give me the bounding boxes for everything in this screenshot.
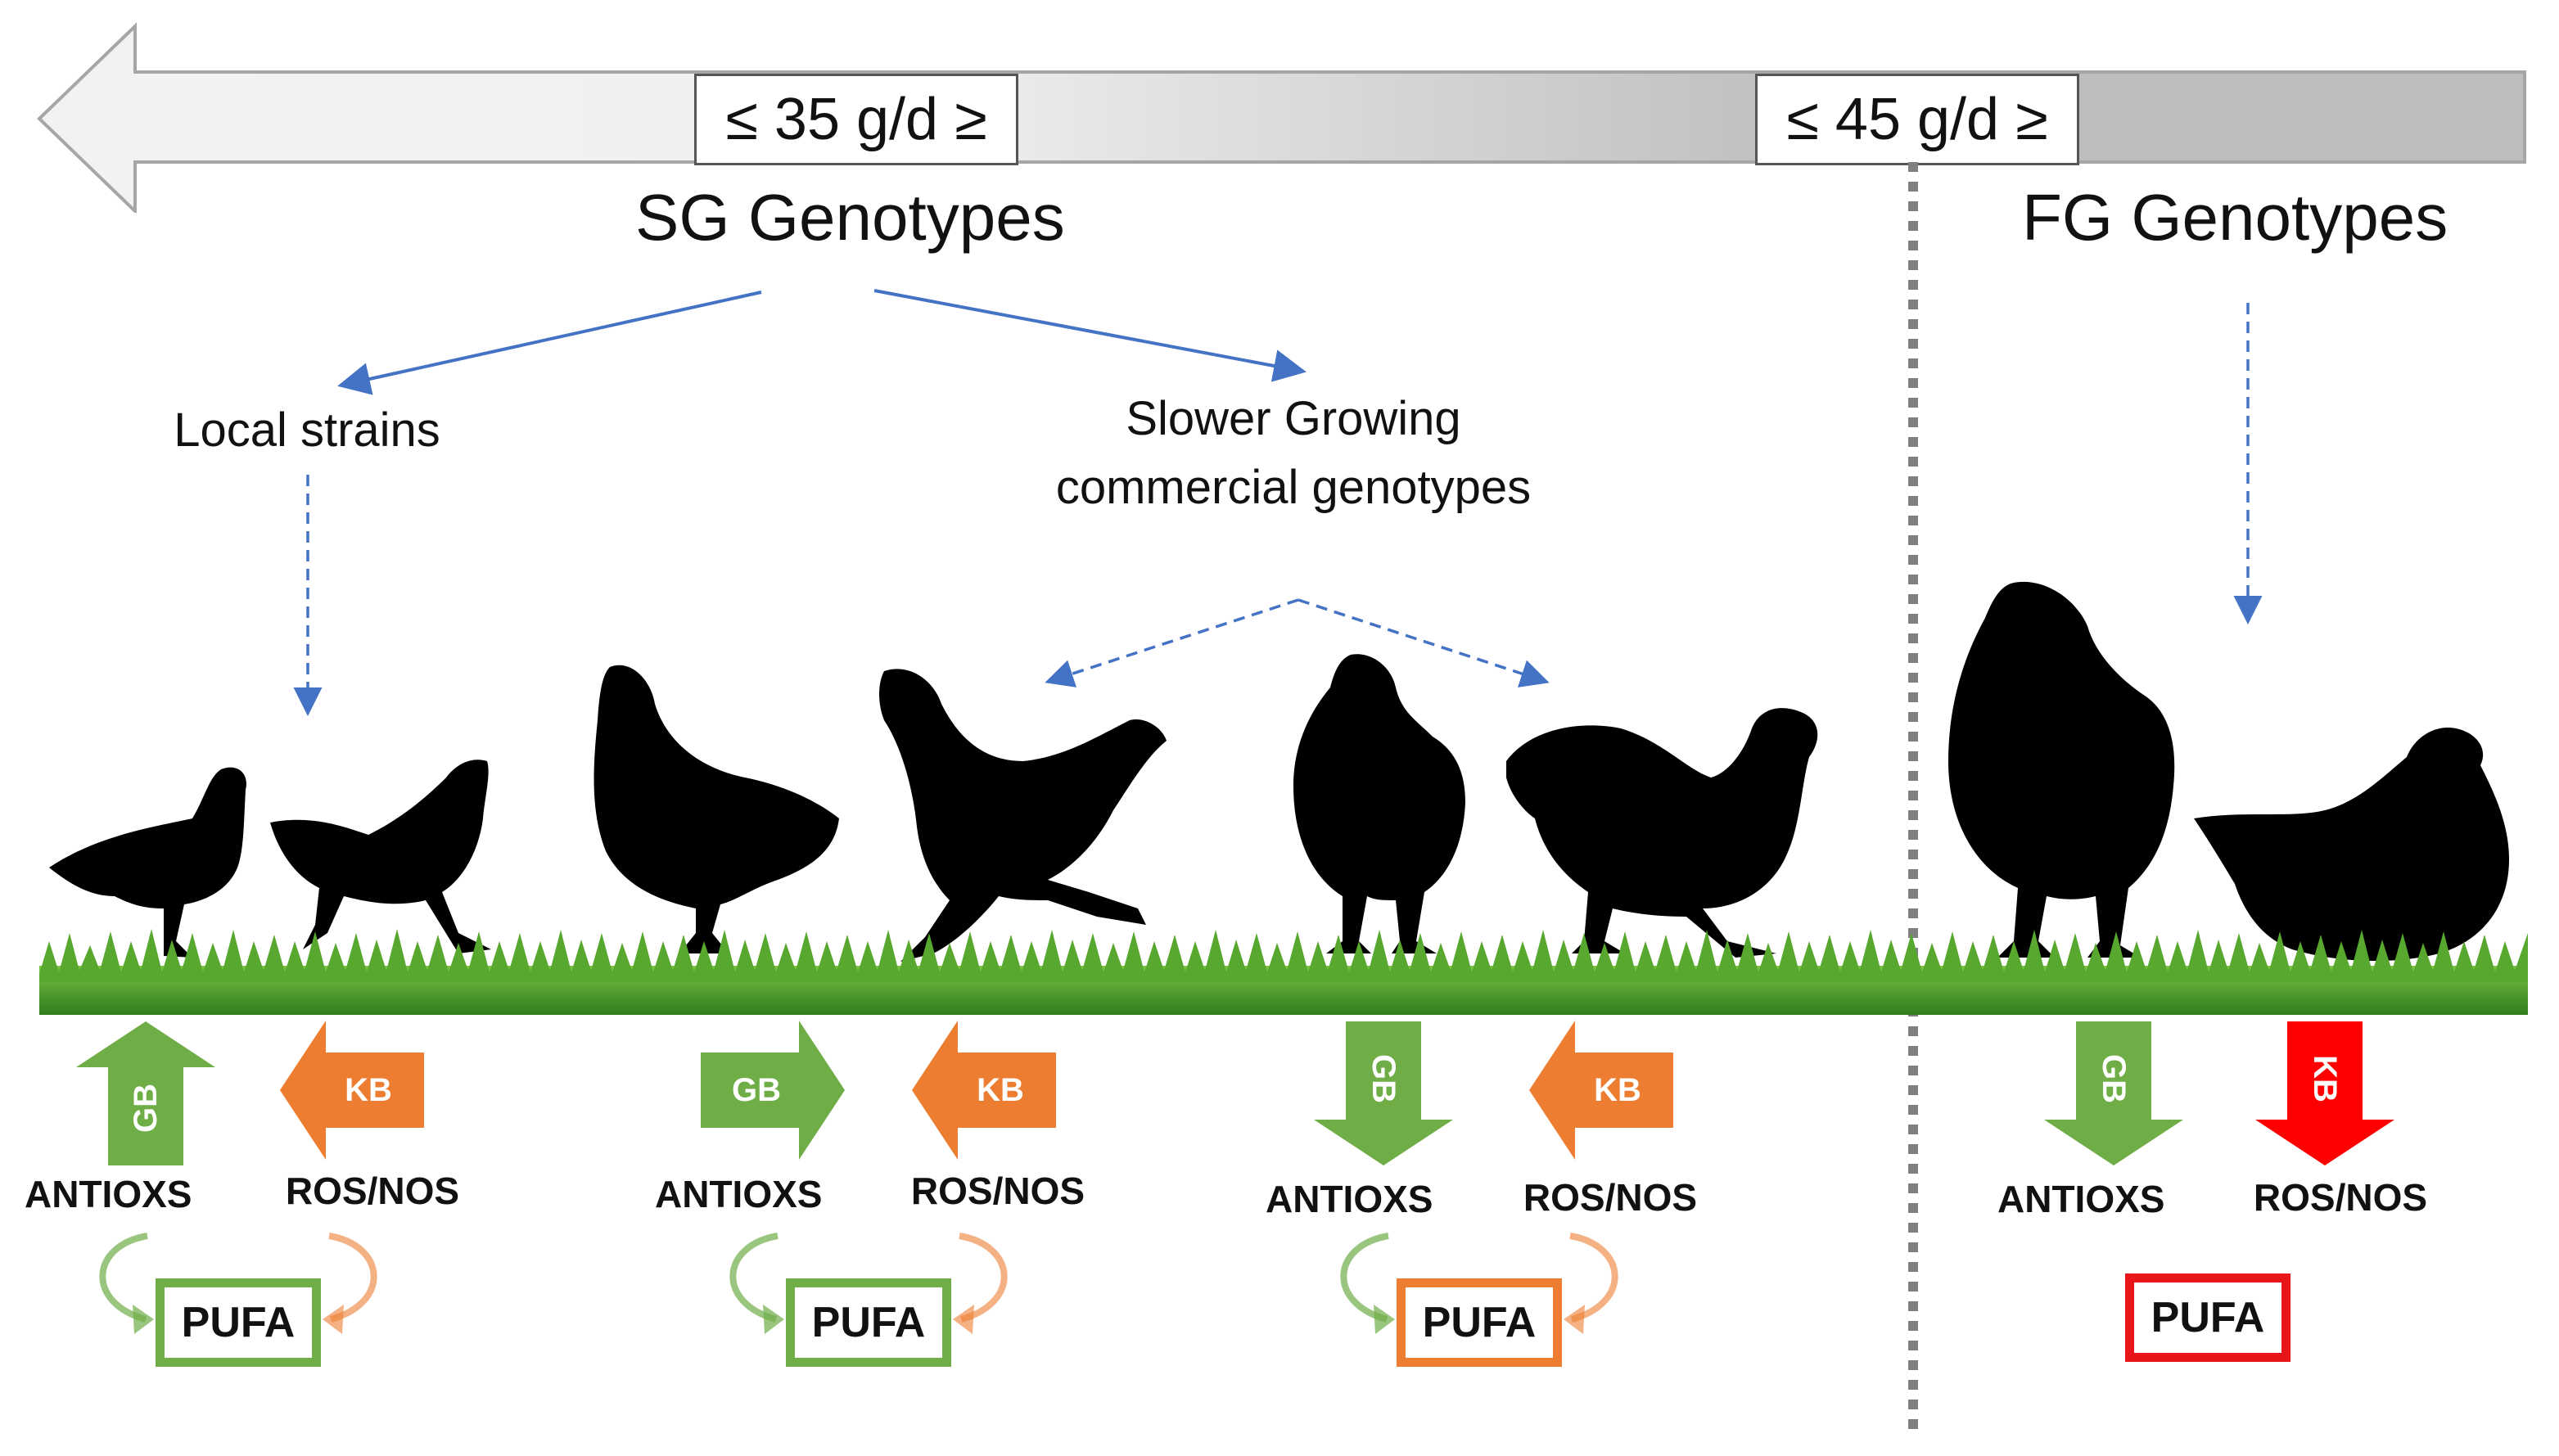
kb-arrow-4 — [2255, 1021, 2394, 1165]
ros-nos-label-2: ROS/NOS — [910, 1170, 1085, 1212]
pufa-cycle-arrows — [99, 1233, 1618, 1334]
kb-arrow-2 — [912, 1021, 1056, 1160]
chicken-silhouette-3 — [593, 665, 839, 953]
cycle-arrow-left-2 — [729, 1233, 779, 1323]
cycle-arrowhead-left-3 — [1374, 1305, 1395, 1334]
chicken-silhouettes — [49, 581, 2509, 962]
cycle-arrow-right-3 — [1569, 1233, 1618, 1323]
pufa-box-4: PUFA — [2125, 1273, 2290, 1362]
grass-strip — [39, 929, 2528, 1015]
slower-growing-label: Slower Growing commercial genotypes — [1007, 385, 1580, 522]
ros-nos-label-4: ROS/NOS — [2253, 1176, 2428, 1219]
gb-arrow-label-3: GB — [1365, 1054, 1401, 1103]
chicken-silhouette-1 — [49, 767, 246, 958]
gb-kb-arrows: GB KB GB KB GB KB GB KB — [76, 1021, 2394, 1165]
cycle-arrow-left-1 — [99, 1233, 148, 1323]
kb-arrow-3 — [1529, 1021, 1673, 1160]
cycle-arrow-right-2 — [959, 1233, 1008, 1323]
cycle-arrowhead-left-2 — [763, 1305, 784, 1334]
gb-arrow-2 — [701, 1021, 845, 1160]
chicken-silhouette-8 — [2194, 728, 2509, 962]
ros-nos-label-1: ROS/NOS — [285, 1170, 460, 1212]
slower-growing-line-2: commercial genotypes — [1055, 461, 1532, 515]
gb-arrow-3 — [1314, 1021, 1453, 1165]
antioxs-label-1: ANTIOXS — [25, 1173, 192, 1215]
sg-genotypes-title: SG Genotypes — [635, 181, 1065, 254]
fg-genotypes-title: FG Genotypes — [2022, 181, 2448, 254]
cycle-arrowhead-right-3 — [1564, 1305, 1585, 1334]
gb-arrow-1 — [76, 1021, 215, 1165]
pufa-box-3: PUFA — [1397, 1278, 1562, 1367]
kb-arrow-label-1: KB — [345, 1072, 392, 1108]
antioxs-label-2: ANTIOXS — [655, 1173, 823, 1215]
cycle-arrow-left-3 — [1340, 1233, 1389, 1323]
speed-label-slow: ≤ 35 g/d ≥ — [694, 74, 1018, 165]
pufa-box-2: PUFA — [786, 1278, 951, 1367]
ros-nos-label-3: ROS/NOS — [1523, 1176, 1698, 1219]
chicken-silhouette-7 — [1948, 581, 2175, 958]
cycle-arrow-right-1 — [328, 1233, 377, 1323]
connector-to-local-strains — [337, 291, 762, 395]
kb-arrow-label-2: KB — [977, 1072, 1024, 1108]
chicken-silhouette-5 — [1293, 654, 1465, 953]
dashed-connector-sg-right — [1298, 598, 1550, 687]
cycle-arrowhead-right-1 — [323, 1305, 344, 1334]
kb-arrow-label-3: KB — [1594, 1072, 1641, 1108]
chicken-silhouette-4 — [879, 669, 1167, 962]
speed-bar — [37, 22, 2526, 213]
local-strains-label: Local strains — [174, 403, 440, 457]
gb-arrow-label-2: GB — [732, 1072, 781, 1108]
pufa-box-1: PUFA — [156, 1278, 321, 1367]
antioxs-label-4: ANTIOXS — [1997, 1178, 2165, 1220]
cycle-arrowhead-right-2 — [953, 1305, 974, 1334]
kb-arrow-label-4: KB — [2307, 1055, 2343, 1102]
gb-arrow-label-4: GB — [2096, 1054, 2132, 1103]
kb-arrow-1 — [280, 1021, 424, 1160]
gb-arrow-4 — [2044, 1021, 2183, 1165]
antioxs-label-3: ANTIOXS — [1266, 1178, 1433, 1220]
chicken-silhouette-2 — [270, 760, 491, 953]
gb-arrow-label-1: GB — [128, 1084, 164, 1133]
slower-growing-line-1: Slower Growing — [1126, 392, 1461, 445]
chicken-silhouette-6 — [1506, 708, 1818, 958]
speed-arrow-shape — [37, 22, 2526, 213]
dashed-connector-sg-left — [1045, 598, 1299, 687]
speed-label-fast: ≤ 45 g/d ≥ — [1755, 74, 2079, 165]
connector-to-slower-growing — [873, 289, 1307, 382]
cycle-arrowhead-left-1 — [133, 1305, 154, 1334]
